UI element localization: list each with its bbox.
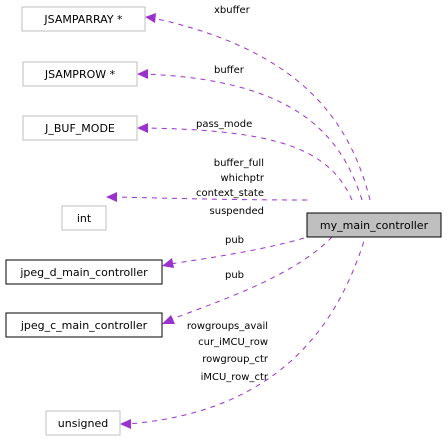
svg-text:jpeg_d_main_controller: jpeg_d_main_controller xyxy=(19,266,148,279)
node-unsigned[interactable]: unsigned xyxy=(45,410,121,436)
arrowhead-pub-c xyxy=(162,315,175,324)
label-suspended: suspended xyxy=(210,206,264,217)
node-int[interactable]: int xyxy=(61,205,107,231)
label-context-state: context_state xyxy=(196,188,264,199)
svg-text:JSAMPARRAY *: JSAMPARRAY * xyxy=(43,13,123,26)
svg-text:JSAMPROW *: JSAMPROW * xyxy=(44,68,116,81)
label-buffer-full: buffer_full xyxy=(214,158,264,169)
edge-unsigned xyxy=(127,212,373,425)
arrowhead-pub-d xyxy=(162,258,174,268)
svg-text:int: int xyxy=(77,212,92,225)
node-jsamparray[interactable]: JSAMPARRAY * xyxy=(21,6,146,32)
label-pub-d: pub xyxy=(225,235,244,246)
edge-xbuffer xyxy=(152,17,371,201)
label-int-fields: buffer_full whichptr context_state suspe… xyxy=(196,158,265,217)
svg-text:my_main_controller: my_main_controller xyxy=(320,219,429,232)
arrowhead-xbuffer xyxy=(145,13,156,23)
node-j-buf-mode[interactable]: J_BUF_MODE xyxy=(22,115,138,141)
label-pass-mode: pass_mode xyxy=(196,119,252,130)
arrowhead-unsigned xyxy=(120,419,131,429)
edge-int xyxy=(114,196,308,201)
label-unsigned-fields: rowgroups_avail cur_iMCU_row rowgroup_ct… xyxy=(187,321,269,383)
arrowhead-pass-mode xyxy=(137,123,148,133)
label-rowgroup-ctr: rowgroup_ctr xyxy=(202,354,269,365)
node-jpeg-d-main-controller[interactable]: jpeg_d_main_controller xyxy=(5,259,163,285)
svg-text:unsigned: unsigned xyxy=(58,417,108,430)
label-xbuffer: xbuffer xyxy=(214,5,251,16)
label-imcu-row-ctr: iMCU_row_ctr xyxy=(201,372,269,383)
edge-pub-d xyxy=(169,212,359,265)
label-cur-imcu-row: cur_iMCU_row xyxy=(198,337,268,348)
label-whichptr: whichptr xyxy=(220,173,264,184)
node-jsamprow[interactable]: JSAMPROW * xyxy=(22,61,138,87)
arrowhead-buffer xyxy=(137,69,148,79)
edge-pass-mode xyxy=(144,127,353,201)
label-buffer: buffer xyxy=(214,65,245,76)
label-rowgroups-avail: rowgroups_avail xyxy=(187,321,268,332)
label-pub-c: pub xyxy=(225,270,244,281)
node-my-main-controller[interactable]: my_main_controller xyxy=(306,212,442,238)
svg-text:J_BUF_MODE: J_BUF_MODE xyxy=(44,122,115,135)
svg-text:jpeg_c_main_controller: jpeg_c_main_controller xyxy=(20,319,148,332)
arrowhead-int xyxy=(106,192,117,202)
node-jpeg-c-main-controller[interactable]: jpeg_c_main_controller xyxy=(5,312,163,338)
